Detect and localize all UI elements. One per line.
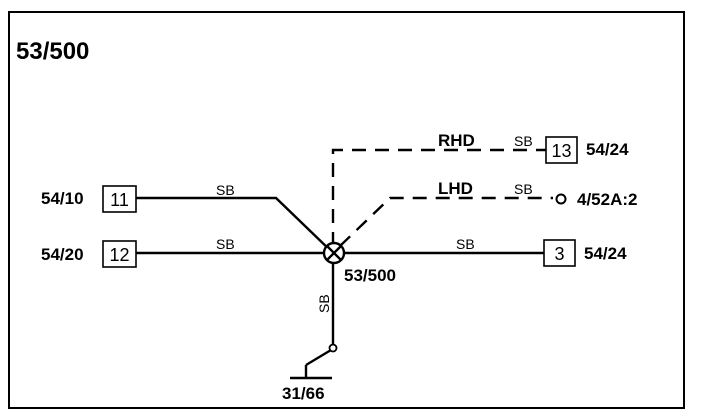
wire-12-color: SB xyxy=(216,236,235,252)
diagram-title: 53/500 xyxy=(16,38,89,65)
lhd-label: LHD xyxy=(438,179,473,198)
connector-12-id: 12 xyxy=(109,245,129,265)
connector-11-id: 11 xyxy=(110,190,129,210)
ground-ref: 31/66 xyxy=(282,384,325,403)
connector-11-ref: 54/10 xyxy=(41,189,84,208)
connector-3-id: 3 xyxy=(554,244,564,264)
lhd-terminal xyxy=(555,193,567,205)
wire-13-color: SB xyxy=(514,133,533,149)
wire-lhd xyxy=(339,196,553,247)
rhd-label: RHD xyxy=(438,131,475,150)
connector-3-box xyxy=(543,239,576,267)
diagram-frame xyxy=(8,11,685,409)
lhd-ref: 4/52A:2 xyxy=(577,190,637,209)
connector-12-ref: 54/20 xyxy=(41,245,84,264)
connector-12-box xyxy=(102,240,137,268)
wire-lhd-color: SB xyxy=(514,181,533,197)
ground-switch xyxy=(290,343,338,380)
wire-11 xyxy=(136,196,334,254)
wire-rhd xyxy=(331,148,546,246)
splice-label: 53/500 xyxy=(344,266,396,285)
connector-13-box xyxy=(545,136,578,164)
connector-11-box xyxy=(102,185,137,213)
wire-11-color: SB xyxy=(216,182,235,198)
wire-ground-color: SB xyxy=(316,294,332,313)
connector-3-ref: 54/24 xyxy=(584,244,627,263)
splice-point xyxy=(322,241,346,265)
connector-13-id: 13 xyxy=(551,141,571,161)
wire-3-color: SB xyxy=(456,236,475,252)
wires xyxy=(136,148,553,344)
connector-13-ref: 54/24 xyxy=(586,140,629,159)
